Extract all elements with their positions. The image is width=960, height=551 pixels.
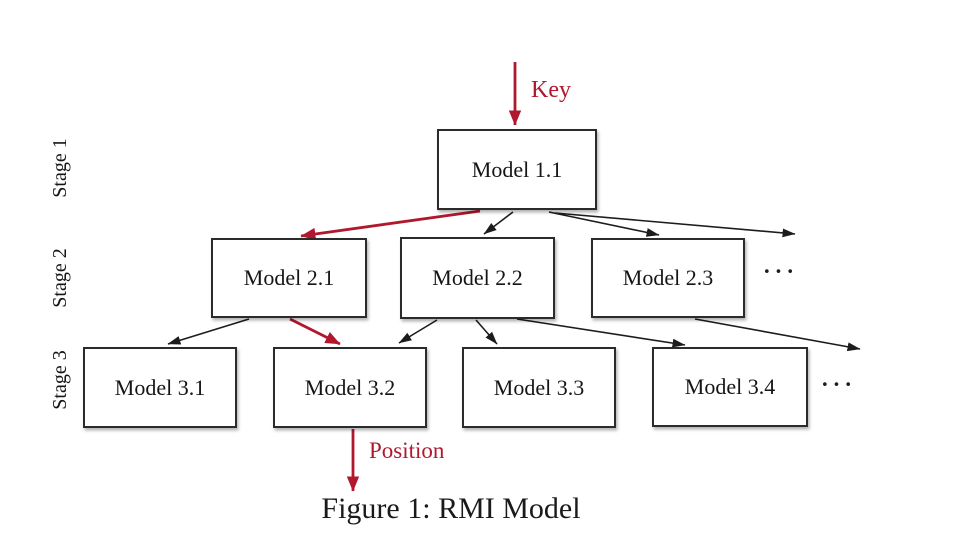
model-label: Model 3.1 [114,374,206,400]
model-label: Model 1.1 [471,156,563,182]
stage3-ellipsis: ··· [821,372,857,397]
model-box-3-1: Model 3.1 [83,347,237,428]
model-box-3-2: Model 3.2 [273,347,427,428]
arrow-model21-to-model31 [167,318,250,345]
model-label: Model 2.1 [243,265,335,290]
stage2-ellipsis: ··· [763,259,799,284]
arrow-model22-to-model34 [516,318,686,348]
arrow-model11-to-model23 [548,211,660,237]
model-label: Model 3.3 [493,374,585,400]
arrow-model11-to-more [554,212,796,238]
model-box-2-3: Model 2.3 [591,238,745,318]
model-box-2-1: Model 2.1 [211,238,367,318]
model-box-3-4: Model 3.4 [652,347,808,427]
arrow-model11-to-model22 [483,211,514,235]
model-box-2-2: Model 2.2 [400,237,555,319]
arrow-model22-to-model33 [475,319,498,345]
arrow-model21-to-model32 [289,317,341,346]
arrow-model11-to-model21 [300,209,481,241]
model-label: Model 3.2 [304,374,396,400]
position-annotation: Position [369,438,445,463]
model-label: Model 3.4 [684,374,776,399]
model-label: Model 2.2 [432,265,523,290]
model-box-3-3: Model 3.3 [462,347,616,428]
arrow-model23-to-more [694,318,861,352]
figure-caption: Figure 1: RMI Model [321,492,581,525]
key-annotation: Key [531,77,571,103]
arrow-model22-to-model32 [398,319,438,344]
stage-2-label: Stage 2 [48,248,71,308]
model-label: Model 2.3 [622,265,714,290]
stage-3-label: Stage 3 [48,350,71,410]
model-box-1-1: Model 1.1 [437,129,597,210]
stage-1-label: Stage 1 [48,138,71,198]
